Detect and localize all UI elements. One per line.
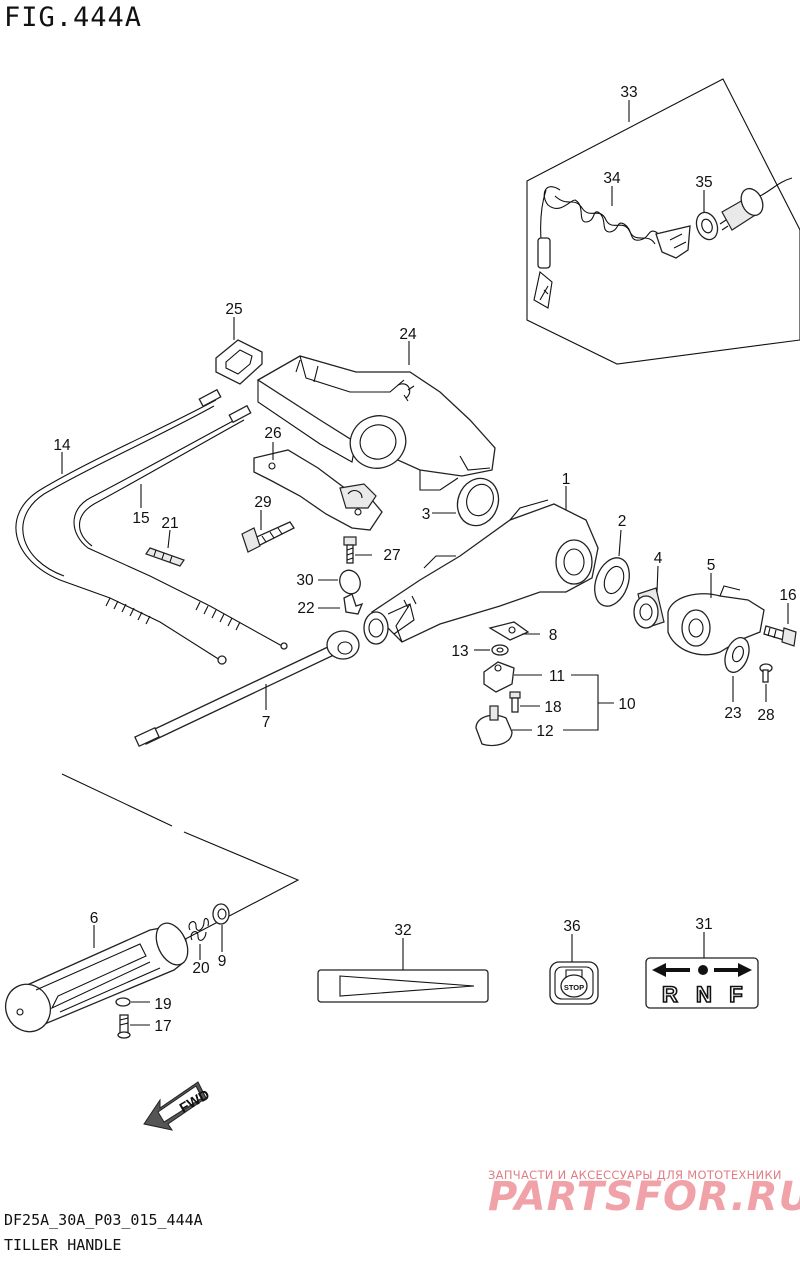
callout-9: 9 <box>218 953 227 970</box>
part-25-grommet <box>215 317 263 385</box>
part-30-plug <box>318 569 361 595</box>
callout-7: 7 <box>262 714 271 731</box>
callout-10-bracket <box>563 674 614 731</box>
callout-33: 33 <box>620 84 637 101</box>
callout-6: 6 <box>90 910 99 927</box>
callout-36: 36 <box>563 918 580 935</box>
part-31-shift-decal: R N F <box>645 932 759 1009</box>
part-17-screw <box>117 1014 150 1039</box>
callout-13: 13 <box>451 643 468 660</box>
callout-22: 22 <box>297 600 314 617</box>
callout-21: 21 <box>161 515 178 532</box>
part-8-plate <box>488 621 540 641</box>
part-20-spring <box>188 917 209 960</box>
callout-17: 17 <box>154 1018 171 1035</box>
part-19-nut <box>115 997 150 1007</box>
callout-23: 23 <box>724 705 741 722</box>
callout-19: 19 <box>154 996 171 1013</box>
callout-30: 30 <box>296 572 314 589</box>
part-21-sleeve <box>145 529 185 567</box>
callout-18: 18 <box>544 699 561 716</box>
part-26-cable-plate <box>253 442 383 531</box>
callout-5: 5 <box>707 557 716 574</box>
watermark-caption: ЗАПЧАСТИ И АКСЕССУАРЫ ДЛЯ МОТОТЕХНИКИ <box>488 1168 782 1182</box>
callout-15: 15 <box>132 510 149 527</box>
callout-4: 4 <box>654 550 663 567</box>
part-32-decal <box>317 938 489 1003</box>
callout-28: 28 <box>757 707 774 724</box>
part-33-stop-switch-kit <box>526 78 800 365</box>
callout-29: 29 <box>254 494 271 511</box>
callout-14: 14 <box>53 437 71 454</box>
callout-35: 35 <box>695 174 712 191</box>
part-11-stop-block <box>483 661 542 693</box>
shift-letters: R N F <box>661 981 743 1008</box>
callout-10: 10 <box>618 696 636 713</box>
part-28-screw <box>759 663 773 702</box>
callout-labels: 1 2 3 4 5 6 7 8 9 10 11 12 13 14 15 16 1… <box>53 84 796 1035</box>
callout-25: 25 <box>225 301 242 318</box>
shift-letter-n: N <box>696 982 712 1007</box>
callout-26: 26 <box>264 425 281 442</box>
figure-title: FIG.444A <box>4 2 143 33</box>
stop-label: STOP <box>564 983 584 992</box>
fwd-arrow-icon: FWD <box>143 1081 212 1131</box>
part-35-stop-switch <box>695 177 793 241</box>
callout-27: 27 <box>383 547 400 564</box>
figure-name: TILLER HANDLE <box>4 1236 122 1254</box>
part-24-tiller-bracket <box>256 341 496 491</box>
part-2-washer <box>594 529 630 607</box>
part-29-bolt <box>241 510 295 553</box>
part-7-throttle-shaft <box>134 630 360 748</box>
callout-1: 1 <box>562 471 571 488</box>
part-9-cap <box>212 903 230 952</box>
callout-3: 3 <box>422 506 431 523</box>
shift-letter-r: R <box>662 982 678 1007</box>
callout-16: 16 <box>779 587 796 604</box>
part-16-bolt <box>763 603 797 647</box>
figure-code: DF25A_30A_P03_015_444A <box>4 1211 203 1229</box>
callout-20: 20 <box>192 960 210 977</box>
part-4-bushing <box>633 565 665 629</box>
part-14-throttle-cable <box>15 388 227 665</box>
callout-8: 8 <box>549 627 558 644</box>
part-15-cable <box>73 404 288 650</box>
part-6-throttle-grip <box>4 922 189 1033</box>
part-1-tiller-arm <box>363 486 599 645</box>
callout-12: 12 <box>536 723 553 740</box>
part-5-friction-arm <box>667 573 765 656</box>
part-23-washer <box>724 637 750 702</box>
callout-34: 34 <box>603 170 621 187</box>
part-12-knob <box>475 705 532 747</box>
watermark-logo: PARTSFOR.RU <box>488 1174 800 1220</box>
part-27-bolt <box>343 536 372 564</box>
part-18-screw <box>509 691 540 713</box>
callout-31: 31 <box>695 916 712 933</box>
callout-24: 24 <box>399 326 417 343</box>
callout-11: 11 <box>549 668 565 685</box>
part-13-washer <box>474 644 509 656</box>
part-34-lanyard-coil <box>533 186 691 309</box>
part-36-stop-decal: STOP <box>549 934 599 1005</box>
callout-32: 32 <box>394 922 411 939</box>
part-3-ring <box>432 477 500 527</box>
shift-letter-f: F <box>729 982 742 1007</box>
part-22-clip <box>318 593 364 615</box>
callout-2: 2 <box>618 513 627 530</box>
